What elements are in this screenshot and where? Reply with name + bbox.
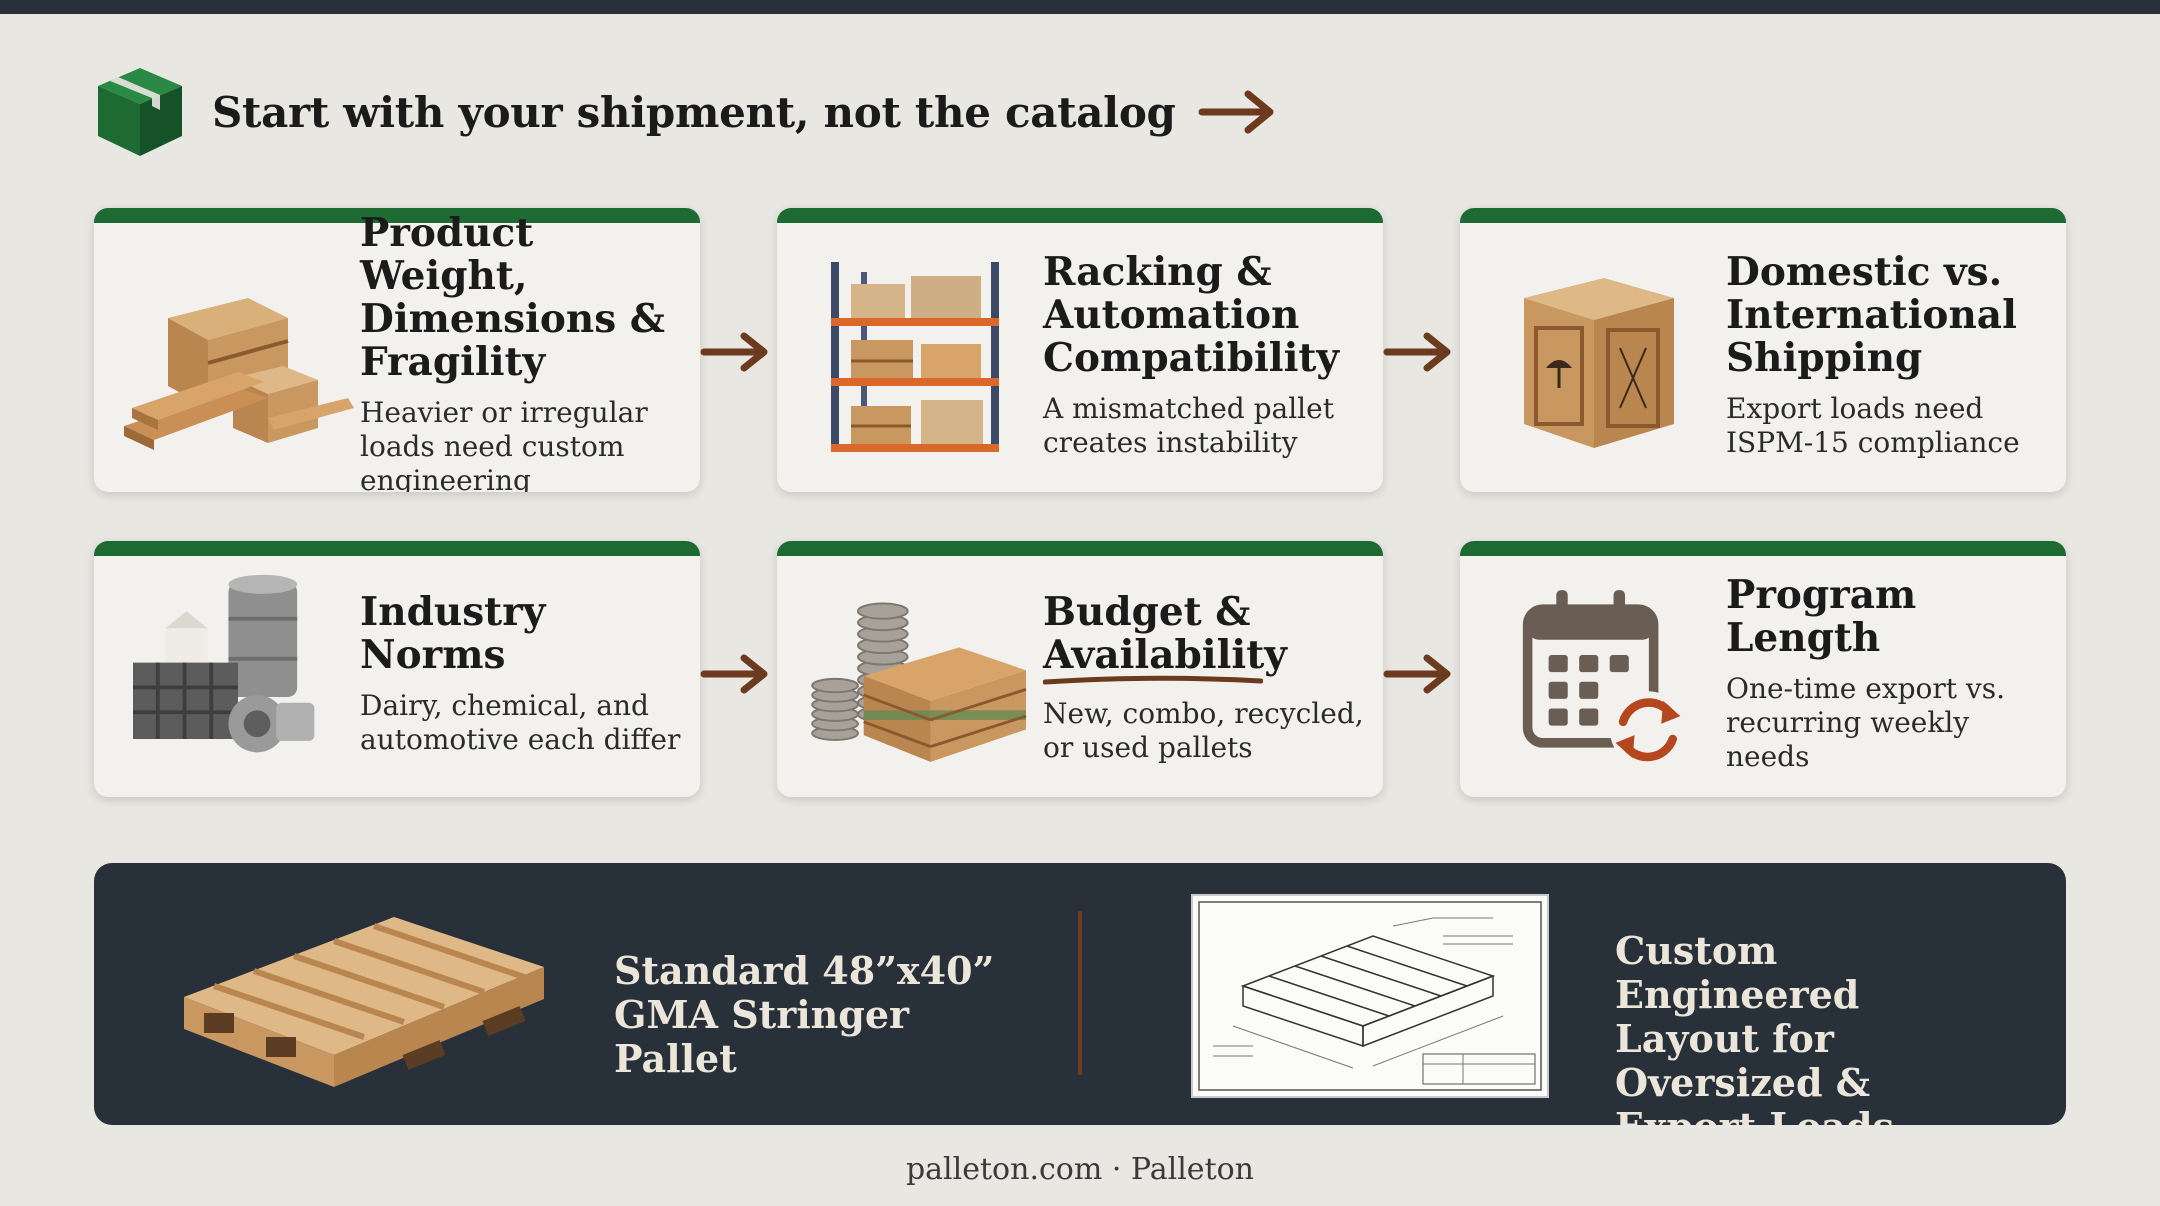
flow-arrow-icon [700, 654, 768, 694]
card-accent-strip [777, 541, 1383, 556]
coins-and-pallets-icon [811, 602, 1027, 762]
card-title: Program Length [1726, 572, 1917, 661]
card-title: Product Weight, Dimensions & Fragility [360, 210, 665, 385]
pallet-comparison-banner: Standard 48”x40” GMA Stringer Pallet [94, 863, 2066, 1125]
page-header: Start with your shipment, not the catalo… [94, 62, 1278, 162]
card-title: Industry Norms [360, 589, 546, 678]
card-racking-automation: Racking & Automation Compatibility A mis… [777, 208, 1383, 492]
industry-items-icon [133, 574, 315, 753]
card-accent-strip [1460, 541, 2066, 556]
arrow-right-icon [1198, 90, 1274, 134]
card-title: Domestic vs. International Shipping [1726, 248, 2017, 381]
engineering-drawing [1191, 894, 1549, 1098]
card-budget-availability: Budget & Availability New, combo, recycl… [777, 541, 1383, 797]
card-title: Budget & Availability [1043, 589, 1287, 678]
wooden-crates-icon [124, 298, 354, 450]
custom-layout-label: Custom Engineered Layout for Oversized &… [1615, 928, 1894, 1126]
package-box-icon [98, 68, 182, 156]
flow-arrow-icon [1383, 654, 1451, 694]
card-description: Heavier or irregular loads need custom e… [360, 396, 648, 492]
card-domestic-international: Domestic vs. International Shipping Expo… [1460, 208, 2066, 492]
calendar-refresh-icon [1522, 590, 1687, 768]
card-description: Export loads need ISPM-15 compliance [1726, 391, 2020, 459]
card-accent-strip [1460, 208, 2066, 223]
card-product-weight: Product Weight, Dimensions & Fragility H… [94, 208, 700, 492]
title-underline [1043, 675, 1263, 685]
card-description: New, combo, recycled, or used pallets [1043, 697, 1364, 764]
top-bar [0, 0, 2160, 14]
card-description: One-time export vs. recurring weekly nee… [1726, 672, 2006, 773]
card-title: Racking & Automation Compatibility [1043, 248, 1340, 381]
page-title: Start with your shipment, not the catalo… [212, 87, 1176, 137]
flow-arrow-icon [700, 332, 768, 372]
flow-arrow-icon [1383, 332, 1451, 372]
banner-divider [1078, 911, 1082, 1075]
card-description: A mismatched pallet creates instability [1043, 391, 1334, 459]
card-industry-norms: Industry Norms Dairy, chemical, and auto… [94, 541, 700, 797]
card-program-length: Program Length One-time export vs. recur… [1460, 541, 2066, 797]
footer-source: palleton.com · Palleton [905, 1152, 1255, 1187]
standard-pallet-label: Standard 48”x40” GMA Stringer Pallet [614, 948, 995, 1081]
card-description: Dairy, chemical, and automotive each dif… [360, 689, 681, 756]
technical-drawing-icon [1198, 901, 1542, 1091]
standard-pallet-icon [184, 917, 544, 1087]
card-accent-strip [94, 541, 700, 556]
card-accent-strip [777, 208, 1383, 223]
export-crate-icon [1524, 278, 1674, 448]
warehouse-racking-icon [831, 262, 999, 452]
card-accent-strip [94, 208, 700, 223]
